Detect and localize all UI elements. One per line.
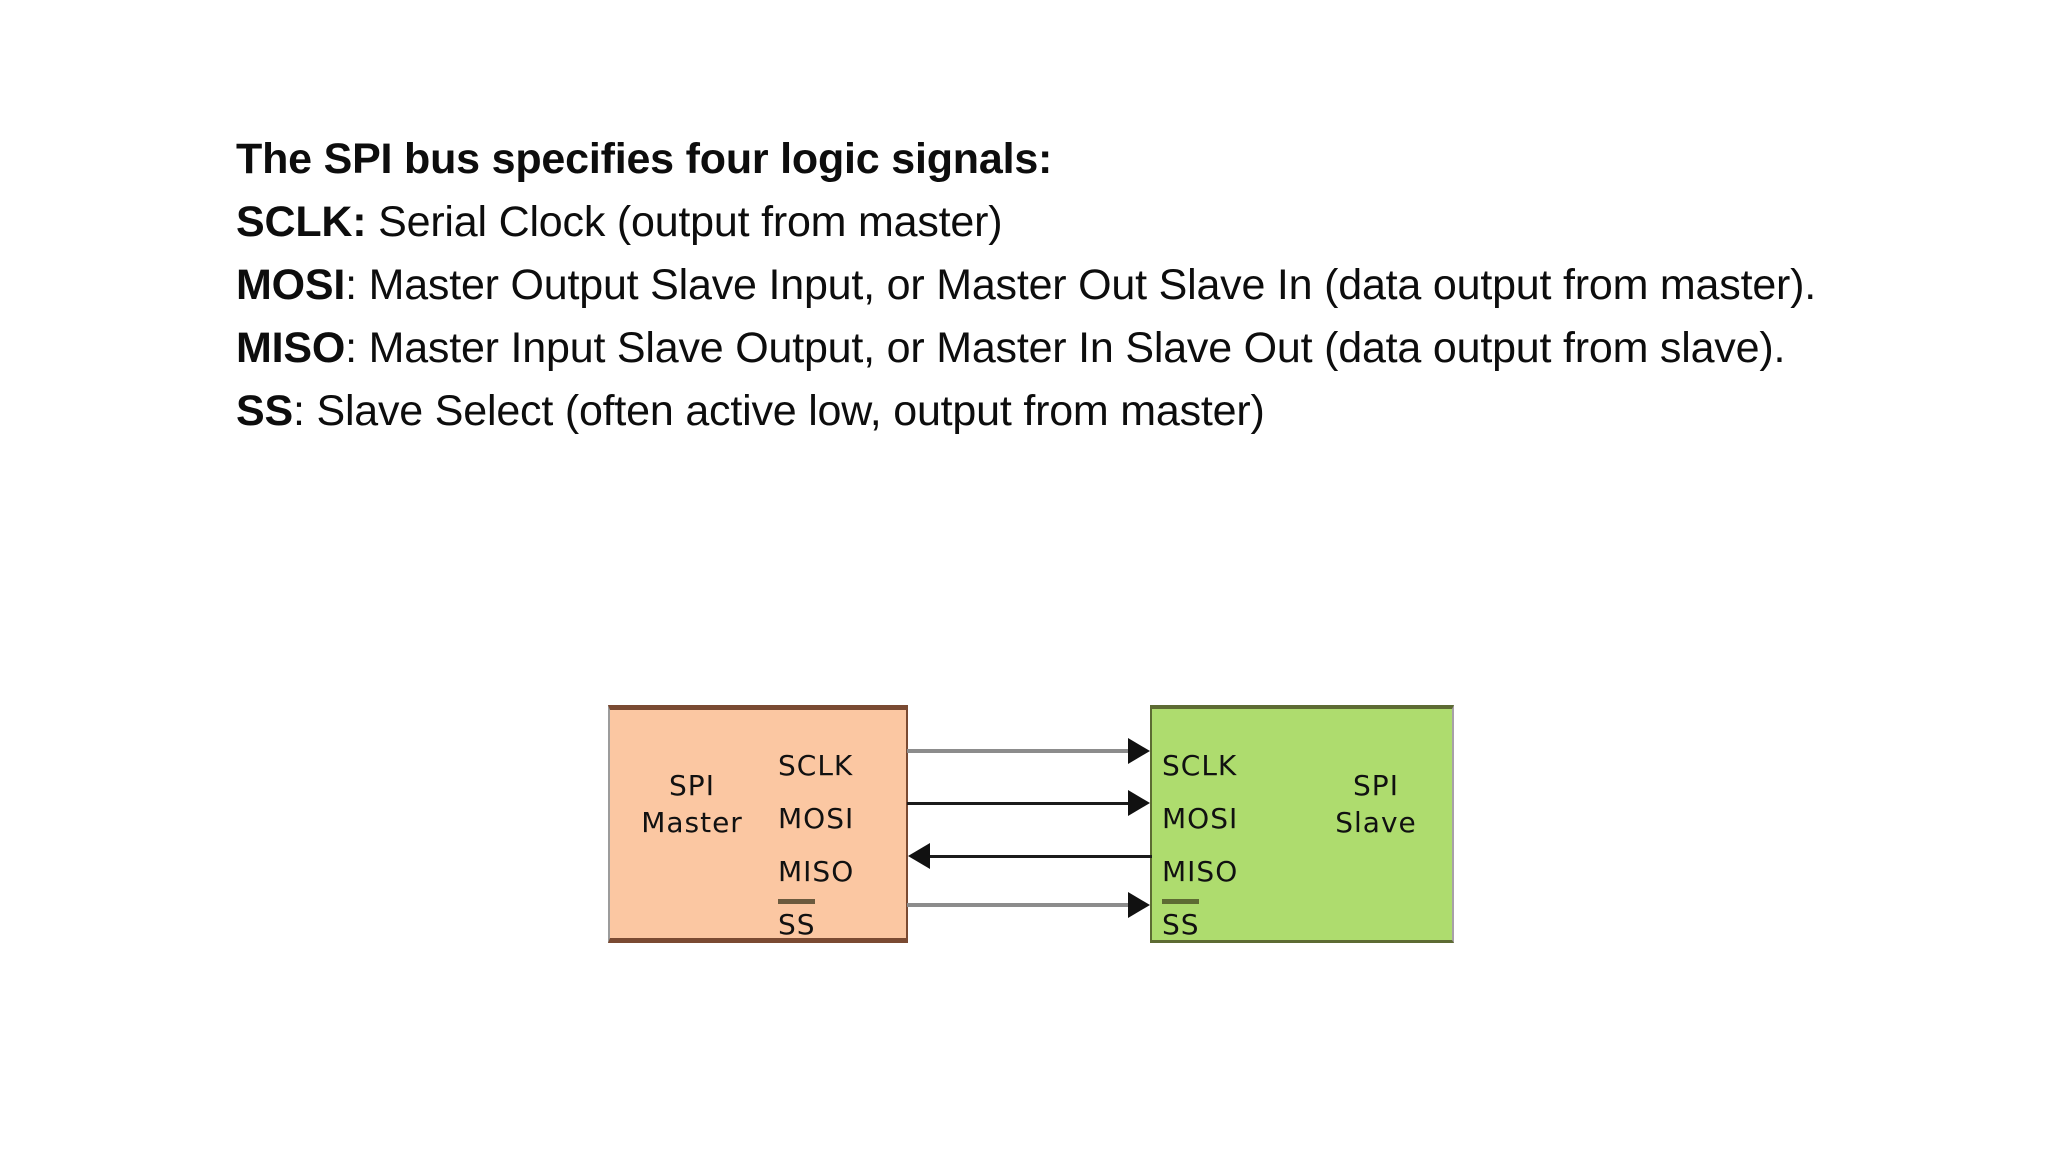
signal-term-miso: MISO: [236, 324, 346, 372]
master-pin-miso-label: MISO: [778, 855, 855, 888]
slave-pin-miso-label: MISO: [1162, 855, 1239, 888]
signal-desc-mosi: : Master Output Slave Input, or Master O…: [345, 261, 1817, 309]
spi-slave-body: [1150, 705, 1454, 943]
slave-pin-mosi-label: MOSI: [1162, 802, 1239, 835]
master-pin-miso: MISO: [778, 853, 898, 906]
arrow-sclk-right-icon: [1128, 738, 1150, 764]
spi-slave-role-label: SPI Slave: [1335, 769, 1417, 839]
master-pin-mosi-label: MOSI: [778, 802, 855, 835]
wire-sclk: [907, 749, 1132, 753]
signal-term-ss: SS: [236, 387, 293, 435]
spi-master-body: [608, 705, 908, 943]
slave-pin-sclk: SCLK: [1162, 747, 1292, 800]
arrow-ss-right-icon: [1128, 892, 1150, 918]
wire-miso: [930, 855, 1152, 858]
spi-master-pin-list: SCLK MOSI MISO SS: [778, 747, 898, 959]
slide-heading: The SPI bus specifies four logic signals…: [236, 128, 1856, 191]
spi-slave-block: [1150, 705, 1454, 943]
master-pin-ss-label: SS: [778, 899, 816, 944]
signal-line-sclk: SCLK: Serial Clock (output from master): [236, 191, 1856, 254]
signal-term-mosi: MOSI: [236, 261, 346, 309]
master-pin-sclk: SCLK: [778, 747, 898, 800]
arrow-mosi-right-icon: [1128, 790, 1150, 816]
signal-desc-sclk: Serial Clock (output from master): [366, 198, 1003, 246]
slide-text-block: The SPI bus specifies four logic signals…: [236, 128, 1856, 443]
slave-pin-ss: SS: [1162, 899, 1292, 959]
master-pin-sclk-label: SCLK: [778, 749, 854, 782]
spi-bus-diagram: SPI Master SCLK MOSI MISO SS SPI Slave S…: [600, 695, 1480, 965]
slave-pin-ss-label: SS: [1162, 899, 1200, 944]
wire-mosi: [907, 802, 1132, 805]
spi-master-block: [608, 705, 908, 943]
signal-line-mosi: MOSI: Master Output Slave Input, or Mast…: [236, 254, 1856, 317]
signal-desc-ss: : Slave Select (often active low, output…: [292, 387, 1265, 435]
slave-pin-sclk-label: SCLK: [1162, 749, 1238, 782]
spi-master-role-label: SPI Master: [641, 769, 743, 839]
signal-desc-miso: : Master Input Slave Output, or Master I…: [345, 324, 1786, 372]
signal-line-miso: MISO: Master Input Slave Output, or Mast…: [236, 317, 1856, 380]
slave-pin-miso: MISO: [1162, 853, 1292, 906]
spi-slave-pin-list: SCLK MOSI MISO SS: [1162, 747, 1292, 959]
signal-line-ss: SS: Slave Select (often active low, outp…: [236, 380, 1856, 443]
wire-ss: [907, 903, 1132, 907]
master-pin-mosi: MOSI: [778, 800, 898, 853]
slide-heading-text: The SPI bus specifies four logic signals…: [236, 135, 1053, 183]
master-pin-ss: SS: [778, 899, 898, 959]
arrow-miso-left-icon: [908, 843, 930, 869]
slave-pin-mosi: MOSI: [1162, 800, 1292, 853]
signal-term-sclk: SCLK:: [236, 198, 367, 246]
